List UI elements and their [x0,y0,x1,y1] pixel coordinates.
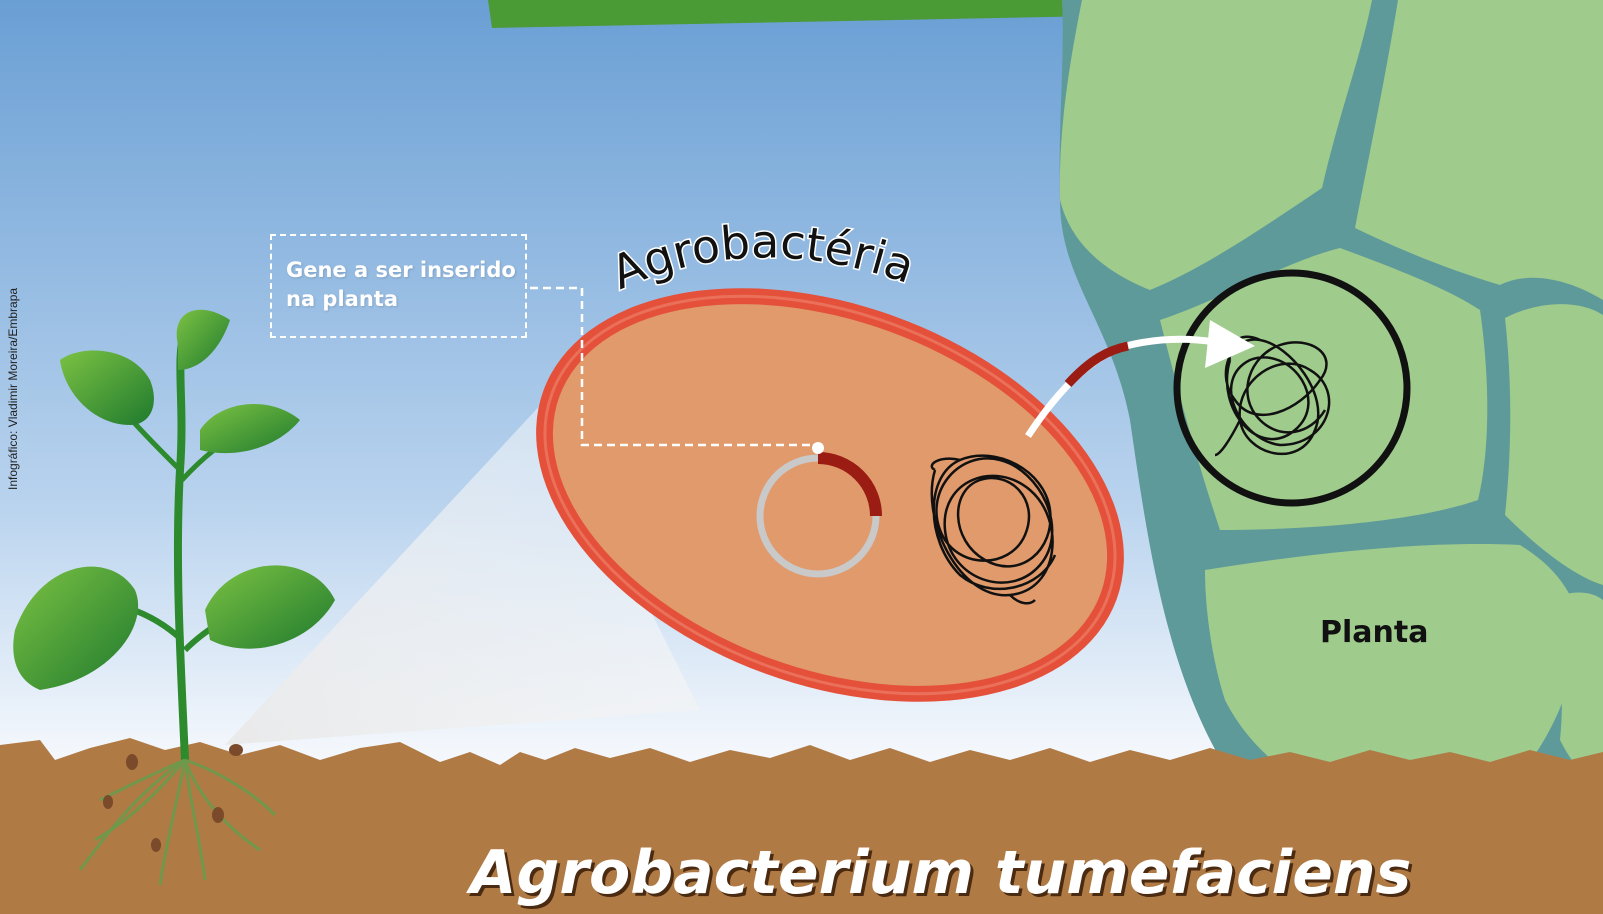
plasmid-gene-marker [812,442,824,454]
main-title: Agrobacterium tumefaciens [470,838,1350,908]
gene-label-line1: Gene a ser inserido [286,256,525,285]
plant-label: Planta [1320,615,1480,650]
credit-text: Infográfico: Vladimir Moreira/Embrapa [6,240,20,490]
gene-label-line2: na planta [286,285,525,314]
gene-label-box: Gene a ser inserido na planta [270,234,527,338]
